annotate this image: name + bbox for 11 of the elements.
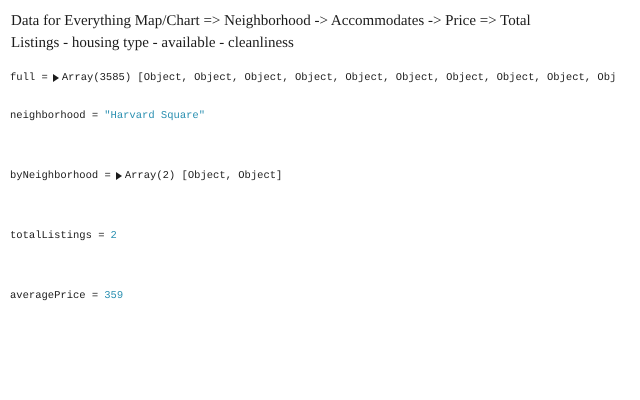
variable-value: "Harvard Square" (104, 110, 206, 122)
variable-name: neighborhood = (10, 110, 98, 122)
heading: Data for Everything Map/Chart => Neighborhood -> Accommodates -> Price => Total Listings - housing type - available - cleanliness (11, 12, 532, 53)
array-preview: Array(3585) [Object, Object, Object, Object, Object, Object, Object, Object, Object, Obj (62, 72, 616, 84)
array-preview: Array(2) [Object, Object] (124, 170, 282, 182)
variable-name: byNeighborhood = (10, 170, 111, 182)
variable-name: averagePrice = (10, 290, 98, 302)
variable-value: 359 (104, 290, 124, 302)
variable-name: totalListings = (10, 230, 105, 242)
variable-value: 2 (110, 230, 117, 242)
variable-name: full = (10, 72, 48, 84)
